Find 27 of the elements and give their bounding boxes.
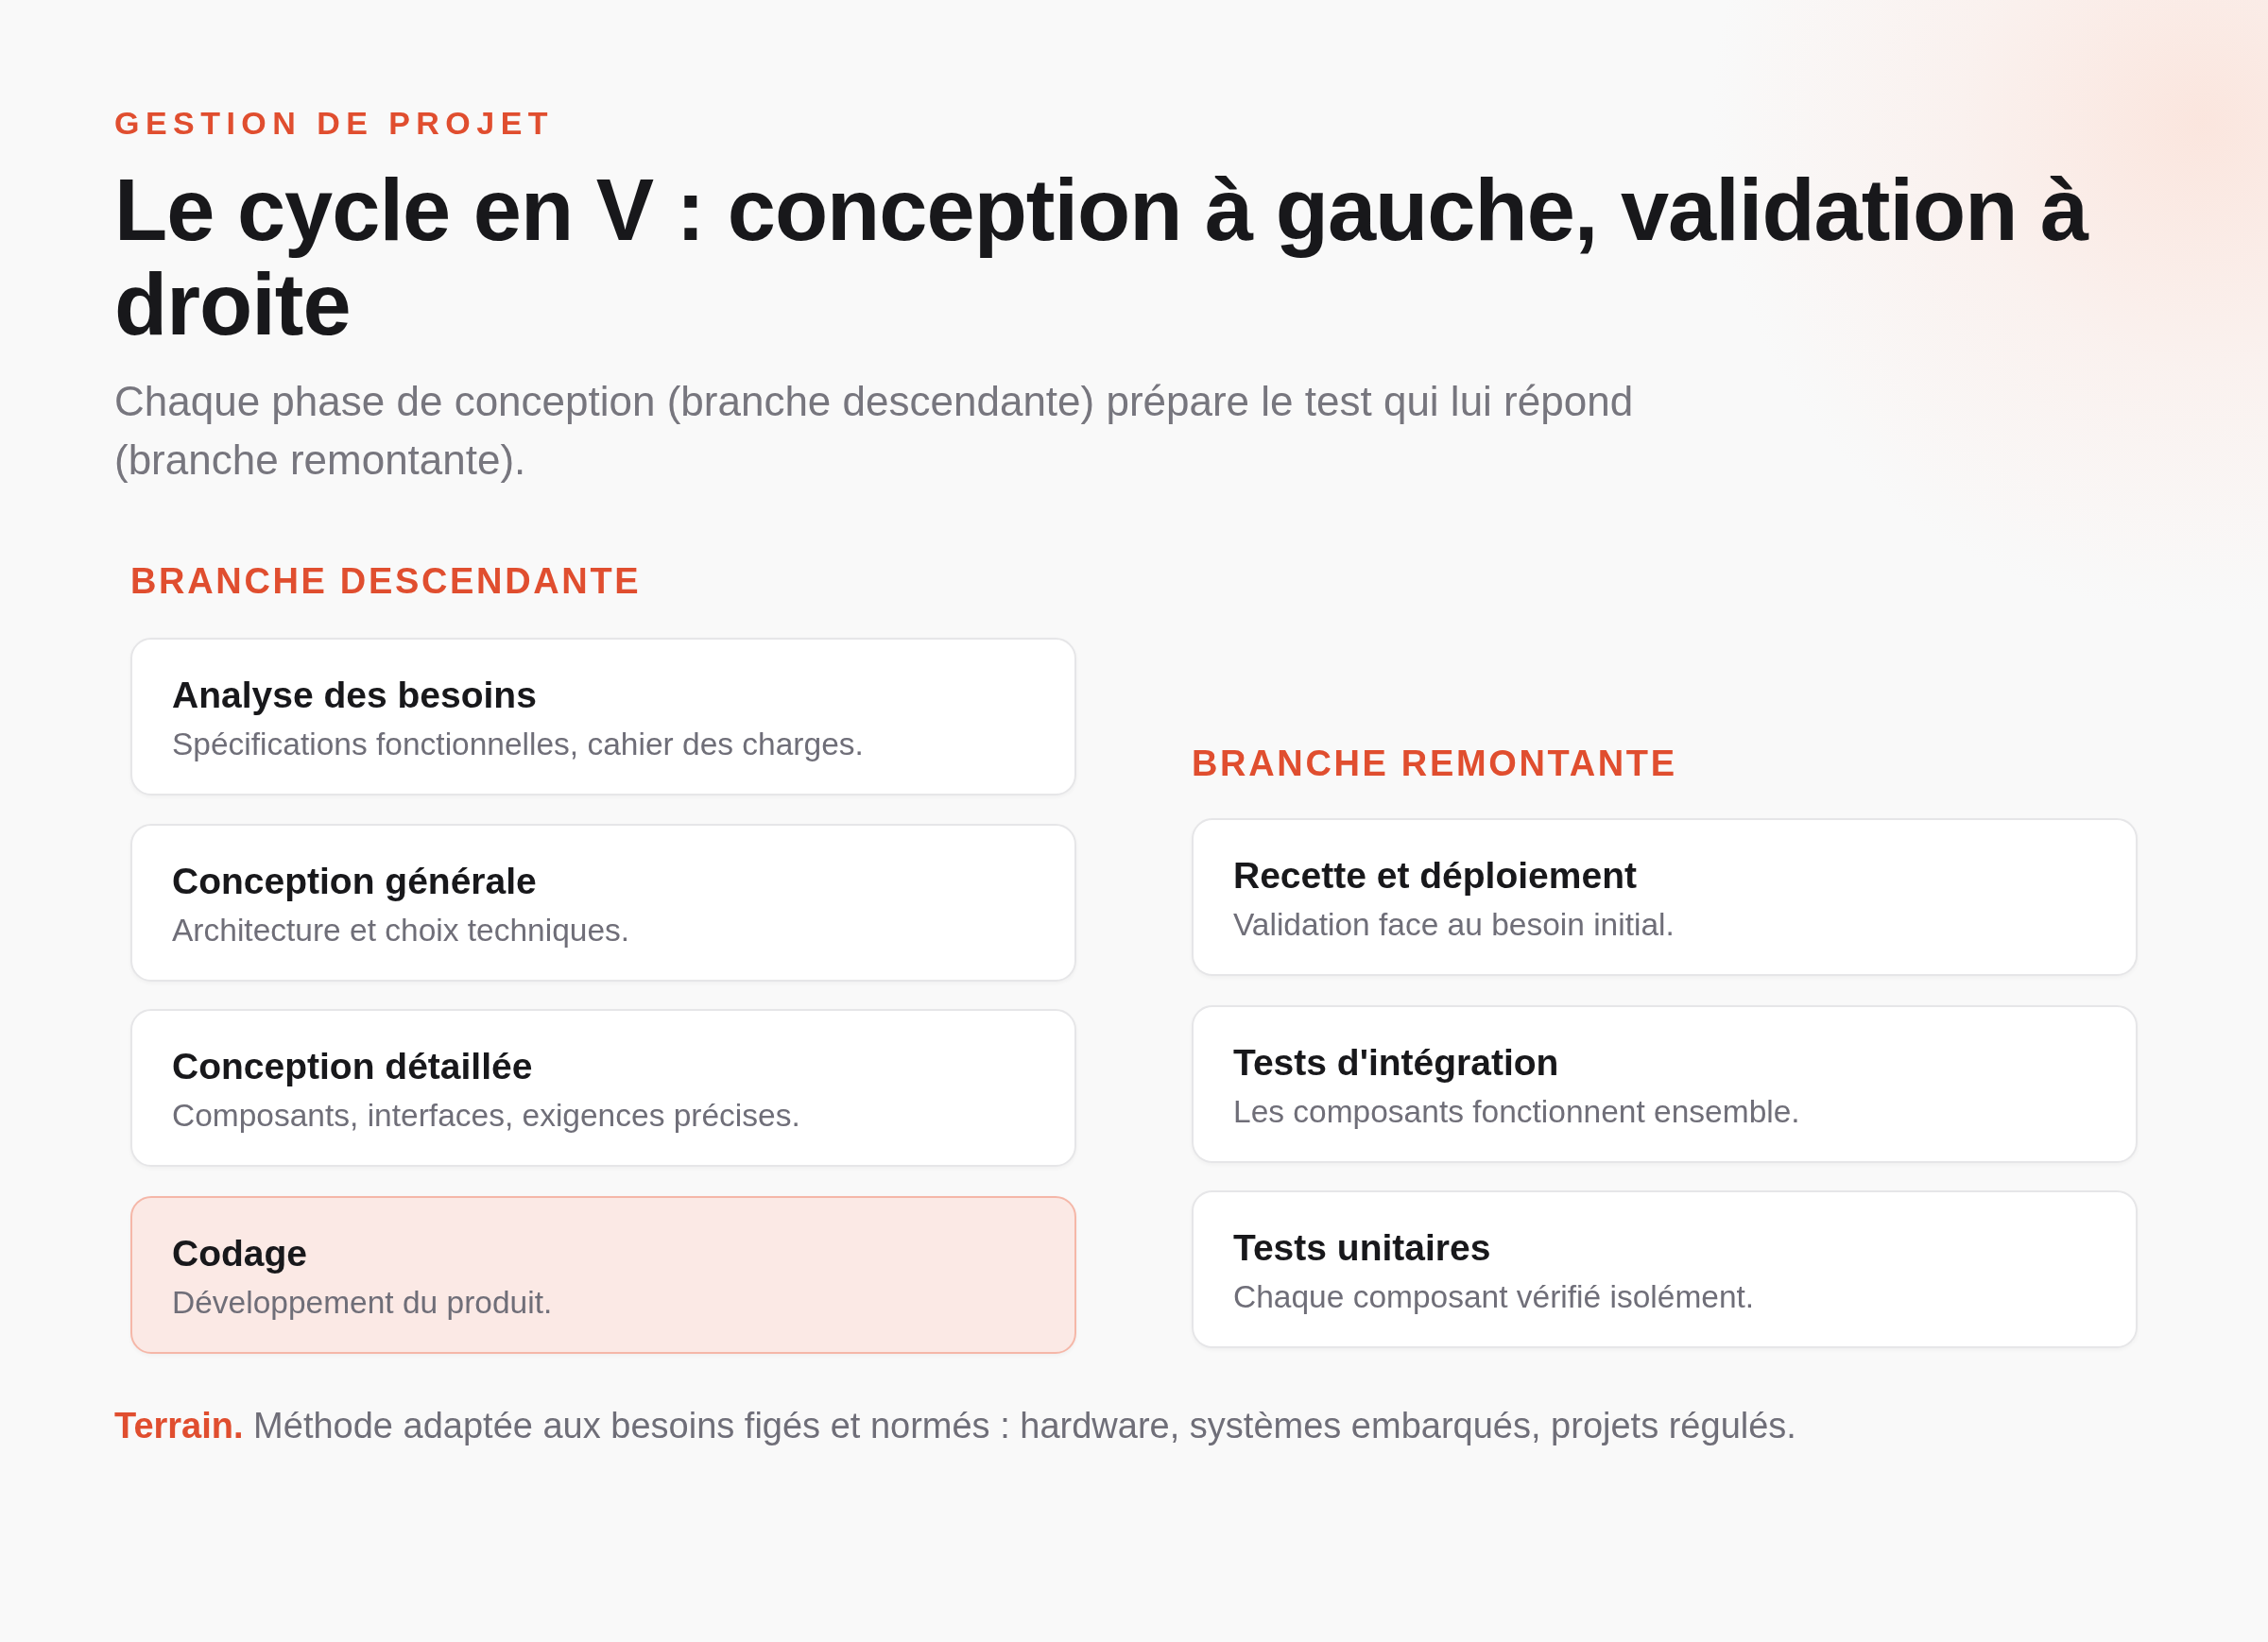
column-heading: BRANCHE DESCENDANTE xyxy=(130,560,642,603)
card-title: Tests d'intégration xyxy=(1233,1041,1560,1085)
page-title: Le cycle en V : conception à gauche, validation à droite xyxy=(114,162,2090,351)
phase-card xyxy=(130,638,1076,795)
card-title: Recette et déploiement xyxy=(1233,854,1638,898)
phase-card xyxy=(1192,1005,2138,1163)
card-description: Validation face au besoin initial. xyxy=(1233,906,1675,944)
card-title: Analyse des besoins xyxy=(172,674,538,717)
phase-card xyxy=(1192,1190,2138,1348)
phase-card xyxy=(130,1196,1076,1354)
card-description: Spécifications fonctionnelles, cahier des charges. xyxy=(172,726,865,763)
subtitle: Chaque phase de conception (branche descendante) prépare le test qui lui répond (branche remontante). xyxy=(114,377,1635,485)
card-description: Composants, interfaces, exigences précises. xyxy=(172,1097,801,1135)
column-heading: BRANCHE REMONTANTE xyxy=(1192,743,1677,785)
card-title: Conception générale xyxy=(172,860,538,903)
card-title: Tests unitaires xyxy=(1233,1226,1492,1270)
phase-card xyxy=(130,1009,1076,1167)
card-description: Les composants fonctionnent ensemble. xyxy=(1233,1093,1801,1131)
card-title: Codage xyxy=(172,1232,308,1275)
footnote: Terrain. Méthode adaptée aux besoins figés et normés : hardware, systèmes embarqués, projets régulés. xyxy=(114,1405,1796,1447)
card-title: Conception détaillée xyxy=(172,1045,534,1088)
card-description: Architecture et choix techniques. xyxy=(172,912,631,949)
card-description: Chaque composant vérifié isolément. xyxy=(1233,1278,1756,1316)
phase-card xyxy=(130,824,1076,982)
phase-card xyxy=(1192,818,2138,976)
kicker-text: GESTION DE PROJET xyxy=(114,104,554,143)
card-description: Développement du produit. xyxy=(172,1284,554,1322)
